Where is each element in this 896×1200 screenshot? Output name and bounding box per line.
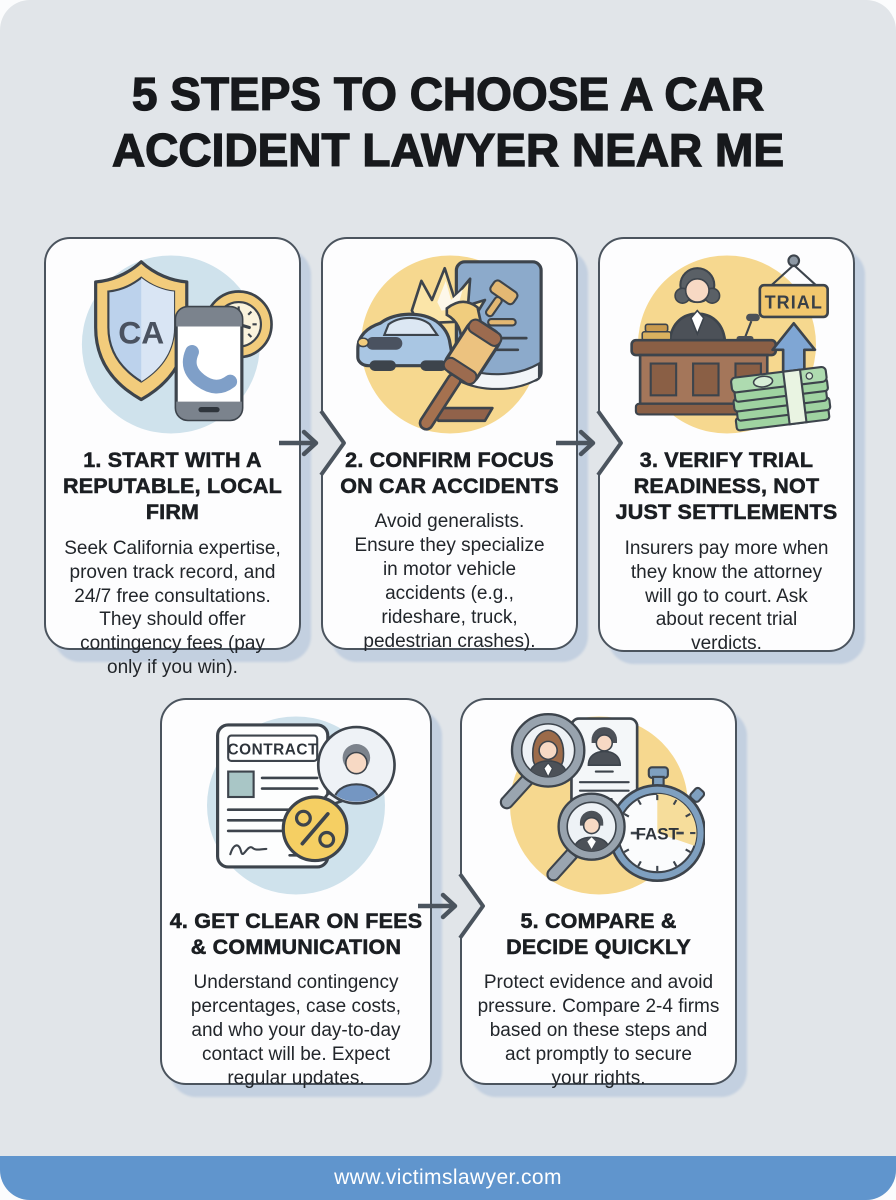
trial-sign-icon: TRIAL: [758, 254, 829, 319]
step-3-heading: 3. VERIFY TRIAL READINESS, NOT JUST SETT…: [615, 448, 838, 525]
stopwatch-icon: FAST: [607, 766, 705, 883]
magnifier-man-icon: [545, 792, 626, 882]
step-card-5: FAST: [460, 698, 737, 1089]
phone-handset-icon: [182, 345, 237, 394]
footer-bar: www.victimslawyer.com: [0, 1156, 896, 1200]
website-url: www.victimslawyer.com: [334, 1166, 562, 1189]
judge-trial-sign-money-icon: TRIAL: [621, 247, 833, 443]
step-3-body: Insurers pay more when they know the att…: [624, 537, 829, 655]
gavel-icon: [418, 318, 502, 431]
signature-icon: [229, 844, 268, 856]
step-2-body: Avoid generalists. Ensure they specializ…: [354, 511, 545, 653]
step-1-body: Seek California expertise, proven track …: [64, 537, 281, 679]
step-2-heading: 2. CONFIRM FOCUS ON CAR ACCIDENTS: [340, 448, 559, 499]
car-icon: [355, 312, 454, 371]
percent-badge-icon: [281, 795, 349, 863]
judge-icon: [667, 267, 726, 346]
shield-icon: CA: [93, 260, 188, 402]
step-card-2: 2. CONFIRM FOCUS ON CAR ACCIDENTS Avoid …: [321, 237, 578, 652]
trial-sign-label: TRIAL: [764, 292, 822, 312]
shield-label: CA: [118, 314, 164, 350]
step-1-heading: 1. START WITH A REPUTABLE, LOCAL FIRM: [63, 448, 282, 525]
step-card-1: CA 1. START WITH: [44, 237, 301, 678]
step-card-4: CONTRACT: [160, 698, 432, 1089]
step-4-body: Understand contingency percentages, case…: [190, 972, 402, 1090]
flow-arrow-step2-step3: [556, 409, 623, 477]
contract-percent-chat-icon: CONTRACT: [190, 708, 402, 904]
contract-label: CONTRACT: [227, 742, 317, 759]
title-line-1: 5 STEPS TO CHOOSE A CAR: [131, 67, 765, 120]
stopwatch-label: FAST: [635, 824, 679, 843]
ca-shield-phone-clock-icon: CA: [67, 247, 279, 443]
step-card-3: TRIAL: [598, 237, 855, 654]
phone-icon: [174, 305, 243, 422]
step-4-heading: 4. GET CLEAR ON FEES & COMMUNICATION: [169, 909, 423, 960]
step-5-heading: 5. COMPARE & DECIDE QUICKLY: [506, 909, 691, 960]
car-crash-gavel-lawbook-icon: [344, 247, 556, 443]
magnifier-woman-icon: [499, 713, 585, 810]
magnifier-lawyers-stopwatch-icon: FAST: [493, 708, 705, 904]
money-stack-icon: [729, 365, 831, 432]
title-line-2: ACCIDENT LAWYER NEAR ME: [111, 123, 785, 177]
flow-arrow-step1-step2: [279, 409, 346, 477]
step-5-body: Protect evidence and avoid pressure. Com…: [477, 972, 720, 1090]
flow-arrow-step4-step5: [418, 872, 485, 940]
